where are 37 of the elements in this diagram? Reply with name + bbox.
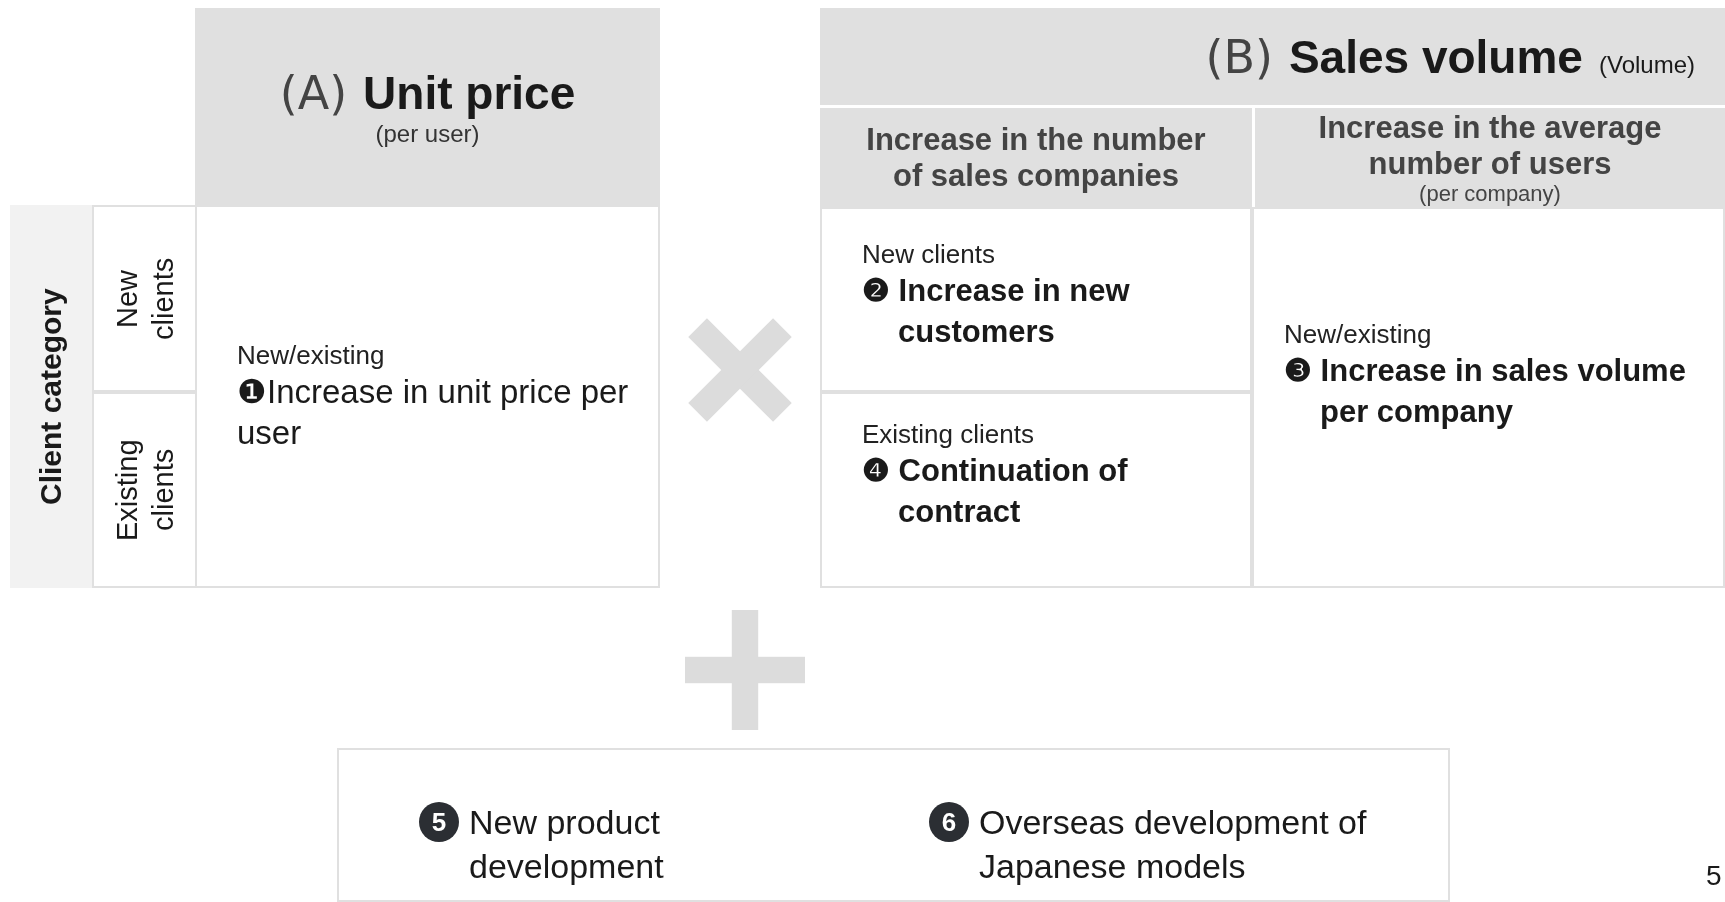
sub-header-text: Increase in the average number of users <box>1317 109 1663 182</box>
sub-header <box>820 108 1252 207</box>
header-note: (Volume) <box>1598 50 1695 79</box>
header-note: (per user) <box>375 119 480 148</box>
category-note: Existing clients <box>862 419 1035 450</box>
section-letter: (B) <box>1205 29 1273 84</box>
header-note: (per company) <box>1419 181 1561 206</box>
number-badge: 5 <box>419 802 459 842</box>
table-cell <box>1252 207 1725 588</box>
item-text: ❸ Increase in sales volume per company <box>1284 352 1687 431</box>
header-title: Unit price <box>363 65 576 120</box>
page-number: 5 <box>1706 860 1722 892</box>
category-note: New/existing <box>237 340 386 371</box>
category-note: New clients <box>862 239 996 270</box>
table-cell <box>820 207 1252 392</box>
number-badge: 6 <box>929 802 969 842</box>
table-cell <box>195 205 660 588</box>
row-header <box>92 392 195 588</box>
bottom-panel <box>337 748 1450 902</box>
row-header <box>92 205 195 392</box>
table-cell <box>820 392 1252 588</box>
column-header <box>820 8 1725 105</box>
item-text: ❷ Increase in new customers <box>862 272 1131 351</box>
row-label: Existing clients <box>109 438 180 543</box>
category-label: Client category <box>34 288 68 505</box>
category-note: New/existing <box>1284 319 1433 350</box>
item-text: ❶Increase in unit price per user <box>237 372 630 453</box>
sub-header-text: Increase in the number of sales companies <box>865 121 1207 194</box>
item-text: Overseas development of Japanese models <box>979 802 1368 887</box>
item-text: ❹ Continuation of contract <box>862 452 1129 531</box>
section-letter: (A) <box>279 65 348 120</box>
row-label: New clients <box>109 256 180 342</box>
row-group-header <box>10 205 92 588</box>
header-title: Sales volume <box>1288 29 1583 84</box>
column-header <box>195 8 660 205</box>
sub-header <box>1255 108 1725 207</box>
item-text: New product development <box>469 802 665 887</box>
